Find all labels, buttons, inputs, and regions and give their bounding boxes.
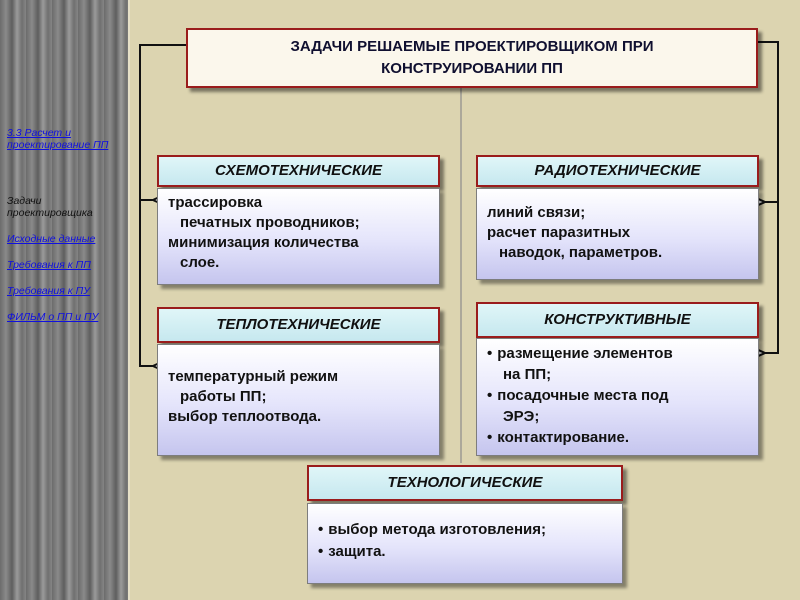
thermal-line: выбор теплоотвода. [168,408,322,425]
radio-line: линий связи; [487,204,586,221]
schematic-line: печатных проводников; [180,214,360,231]
left-connector-top [139,44,186,200]
tech-line: выбор метода изготовления; [318,519,614,541]
right-connector-top [758,41,779,202]
design-line: размещение элементов [487,343,750,364]
design-line: на ПП; [503,366,552,383]
sidebar-link-req-pp[interactable]: Требования к ПП [7,259,91,271]
thermal-line: температурный режим [168,368,339,385]
sidebar-nav: 3.3 Расчет и проектирование ПП Задачи пр… [7,127,123,323]
sidebar [0,0,130,600]
design-body: размещение элементов на ПП; посадочные м… [476,338,759,456]
schematic-body: трассировка печатных проводников; миними… [157,188,440,285]
sidebar-link-film[interactable]: ФИЛЬМ о ПП и ПУ [7,311,99,323]
design-line: контактирование. [487,427,750,448]
sidebar-link-calc[interactable]: 3.3 Расчет и проектирование ПП [7,127,109,151]
radio-body: линий связи; расчет паразитных наводок, … [476,188,759,280]
design-heading: КОНСТРУКТИВНЫЕ [476,302,759,338]
tech-body: выбор метода изготовления; защита. [307,503,623,584]
radio-heading: РАДИОТЕХНИЧЕСКИЕ [476,155,759,187]
schematic-line: слое. [180,254,220,271]
title-line-1: ЗАДАЧИ РЕШАЕМЫЕ ПРОЕКТИРОВЩИКОМ ПРИ [290,38,654,55]
tech-heading: ТЕХНОЛОГИЧЕСКИЕ [307,465,623,501]
thermal-heading: ТЕПЛОТЕХНИЧЕСКИЕ [157,307,440,343]
schematic-line: трассировка [168,194,263,211]
sidebar-link-source[interactable]: Исходные данные [7,233,96,245]
design-line: посадочные места под [487,385,750,406]
radio-line: расчет паразитных [487,224,631,241]
radio-line: наводок, параметров. [499,244,663,261]
sidebar-current-item: Задачи проектировщика [7,195,93,219]
right-connector-bottom [761,202,779,353]
page-title: ЗАДАЧИ РЕШАЕМЫЕ ПРОЕКТИРОВЩИКОМ ПРИ КОНС… [186,28,758,88]
sidebar-link-req-pu[interactable]: Требования к ПУ [7,285,90,297]
thermal-body: температурный режим работы ПП; выбор теп… [157,344,440,456]
design-line: ЭРЭ; [503,408,540,425]
tech-line: защита. [318,541,614,563]
schematic-heading: СХЕМОТЕХНИЧЕСКИЕ [157,155,440,187]
thermal-line: работы ПП; [180,388,267,405]
left-connector-bottom [139,200,157,366]
schematic-line: минимизация количества [168,234,359,251]
title-line-2: КОНСТРУИРОВАНИИ ПП [381,60,563,77]
